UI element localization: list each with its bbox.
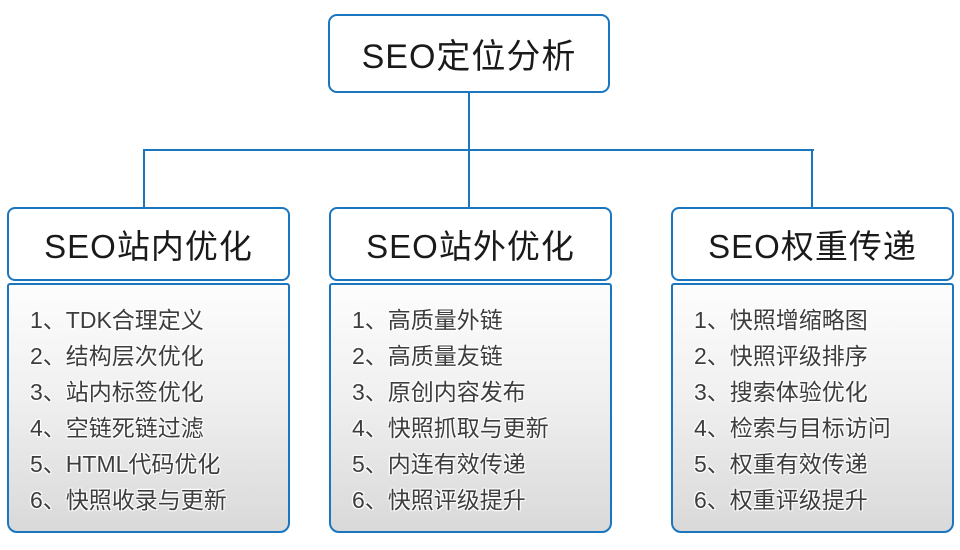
column-offsite-header: SEO站外优化	[329, 207, 612, 281]
connector-stem	[468, 93, 470, 150]
list-item: 1、高质量外链	[352, 307, 503, 333]
column-onsite-panel: 1、TDK合理定义 2、结构层次优化 3、站内标签优化 4、空链死链过滤 5、H…	[7, 283, 290, 533]
root-node-label: SEO定位分析	[361, 38, 577, 76]
list-item: 6、快照收录与更新	[30, 487, 227, 513]
connector-crossbar	[143, 149, 814, 151]
column-weight-header: SEO权重传递	[671, 207, 954, 281]
list-item: 1、TDK合理定义	[30, 307, 204, 333]
connector-drop-left	[143, 149, 145, 208]
list-item: 1、快照增缩略图	[694, 307, 868, 333]
list-item: 4、快照抓取与更新	[352, 415, 549, 441]
list-item: 3、搜索体验优化	[694, 379, 868, 405]
column-offsite: SEO站外优化 1、高质量外链 2、高质量友链 3、原创内容发布 4、快照抓取与…	[329, 207, 612, 533]
list-item: 5、HTML代码优化	[30, 451, 221, 477]
list-item: 6、快照评级提升	[352, 487, 526, 513]
column-offsite-panel: 1、高质量外链 2、高质量友链 3、原创内容发布 4、快照抓取与更新 5、内连有…	[329, 283, 612, 533]
list-item: 4、空链死链过滤	[30, 415, 204, 441]
connector-drop-middle	[468, 149, 470, 208]
column-onsite: SEO站内优化 1、TDK合理定义 2、结构层次优化 3、站内标签优化 4、空链…	[7, 207, 290, 533]
column-weight-title: SEO权重传递	[708, 228, 917, 265]
list-item: 2、高质量友链	[352, 343, 503, 369]
list-item: 2、结构层次优化	[30, 343, 204, 369]
list-item: 3、站内标签优化	[30, 379, 204, 405]
connector-drop-right	[811, 149, 813, 208]
column-onsite-header: SEO站内优化	[7, 207, 290, 281]
list-item: 5、内连有效传递	[352, 451, 526, 477]
column-offsite-title: SEO站外优化	[366, 228, 575, 265]
list-item: 6、权重评级提升	[694, 487, 868, 513]
list-item: 3、原创内容发布	[352, 379, 526, 405]
column-weight: SEO权重传递 1、快照增缩略图 2、快照评级排序 3、搜索体验优化 4、检索与…	[671, 207, 954, 533]
column-onsite-title: SEO站内优化	[44, 228, 253, 265]
root-node: SEO定位分析	[328, 14, 610, 93]
list-item: 4、检索与目标访问	[694, 415, 891, 441]
column-weight-panel: 1、快照增缩略图 2、快照评级排序 3、搜索体验优化 4、检索与目标访问 5、权…	[671, 283, 954, 533]
list-item: 5、权重有效传递	[694, 451, 868, 477]
list-item: 2、快照评级排序	[694, 343, 868, 369]
